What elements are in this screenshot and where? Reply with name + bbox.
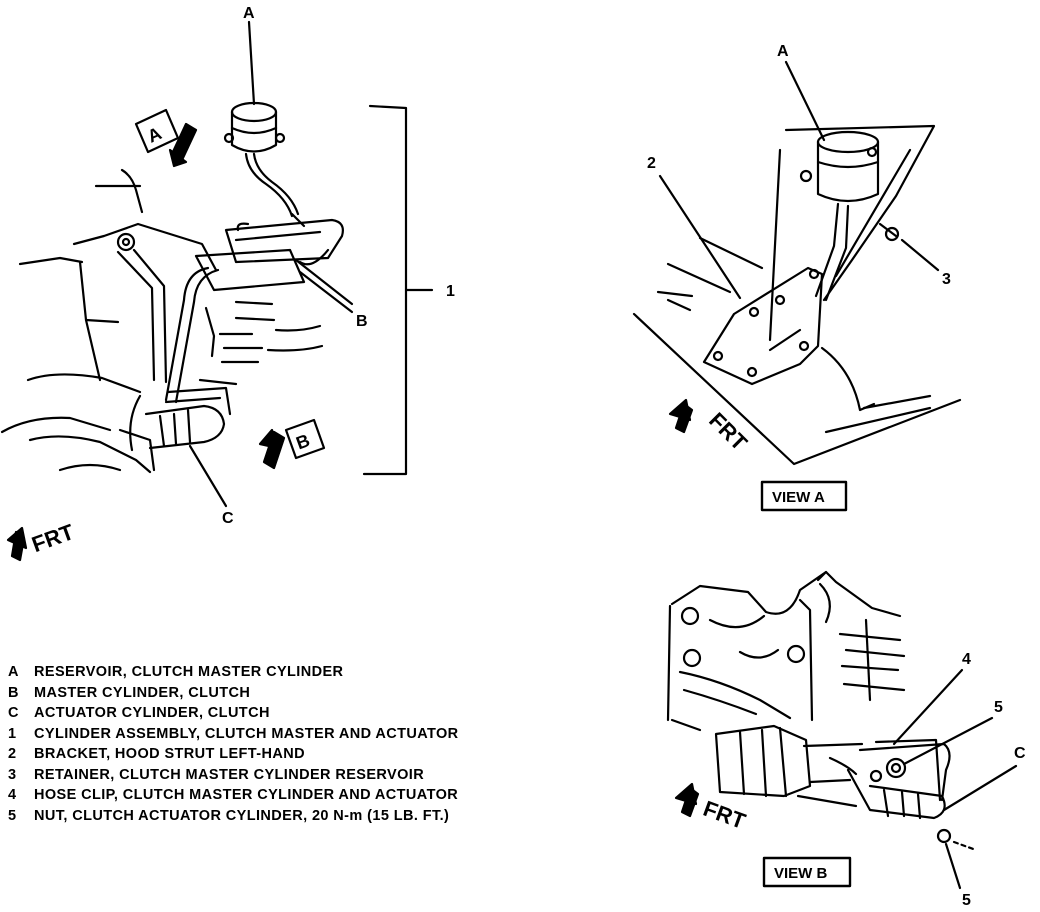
master-cylinder-drawing — [164, 212, 354, 404]
legend-item: B MASTER CYLINDER, CLUTCH — [8, 683, 528, 704]
legend-key: 3 — [8, 766, 17, 783]
svg-text:FRT: FRT — [700, 796, 749, 834]
view-a-label-retainer: 3 — [942, 271, 951, 288]
svg-text:VIEW B: VIEW B — [774, 865, 828, 882]
view-a-bracket — [702, 266, 824, 386]
view-a-frt-arrow: FRT — [668, 398, 753, 456]
legend-text: HOSE CLIP, CLUTCH MASTER CYLINDER AND AC… — [34, 787, 459, 803]
view-a-fender — [632, 236, 962, 466]
svg-text:FRT: FRT — [704, 407, 752, 455]
legend-text: NUT, CLUTCH ACTUATOR CYLINDER, 20 N-m (1… — [34, 807, 450, 824]
view-b-label-hose-clip: 4 — [962, 651, 971, 668]
view-b-transmission — [666, 570, 906, 732]
parts-legend: A RESERVOIR, CLUTCH MASTER CYLINDER B MASTE… — [8, 662, 528, 826]
legend-item: 4 HOSE CLIP, CLUTCH MASTER CYLINDER AND A… — [8, 785, 528, 806]
svg-text:A: A — [145, 123, 165, 147]
view-b-marker: B — [258, 418, 326, 470]
legend-key: 5 — [8, 807, 17, 824]
svg-text:B: B — [293, 430, 312, 453]
legend-item: 5 NUT, CLUTCH ACTUATOR CYLINDER, 20 N-m (… — [8, 806, 528, 827]
legend-item: 1 CYLINDER ASSEMBLY, CLUTCH MASTER AND AC… — [8, 724, 528, 745]
main-view: A A — [0, 5, 455, 562]
assembly-bracket — [362, 104, 434, 476]
view-a-hood-strut — [768, 124, 936, 342]
legend-text: CYLINDER ASSEMBLY, CLUTCH MASTER AND ACT… — [34, 725, 459, 742]
view-a-reservoir — [799, 130, 880, 302]
legend-text: BRACKET, HOOD STRUT LEFT-HAND — [34, 746, 305, 762]
legend-item: A RESERVOIR, CLUTCH MASTER CYLINDER — [8, 662, 528, 683]
view-b-frt-arrow: FRT — [674, 782, 749, 834]
legend-key: 1 — [8, 725, 17, 742]
legend-key: B — [8, 684, 19, 701]
legend-item: C ACTUATOR CYLINDER, CLUTCH — [8, 703, 528, 724]
legend-key: 4 — [8, 787, 17, 803]
view-b-label-nut-lower: 5 — [962, 892, 971, 909]
legend-item: 2 BRACKET, HOOD STRUT LEFT-HAND — [8, 744, 528, 765]
label-reservoir: A — [243, 5, 255, 22]
view-a-retainer — [878, 222, 900, 242]
reservoir-drawing — [223, 101, 300, 218]
view-b-label-nut-upper: 5 — [994, 699, 1003, 716]
legend-text: MASTER CYLINDER, CLUTCH — [34, 684, 251, 701]
legend-text: RESERVOIR, CLUTCH MASTER CYLINDER — [34, 664, 344, 680]
view-a-label-bracket: 2 — [647, 155, 656, 172]
legend-item: 3 RETAINER, CLUTCH MASTER CYLINDER RESERV… — [8, 765, 528, 786]
engine-outline — [0, 168, 324, 474]
view-a-marker: A — [134, 108, 198, 168]
view-a-label-reservoir: A — [777, 43, 789, 60]
view-b: 4 5 C 5 FRT VIEW B — [666, 570, 1026, 909]
legend-key: C — [8, 705, 19, 721]
legend-text: ACTUATOR CYLINDER, CLUTCH — [34, 705, 270, 721]
view-b-caption: VIEW B — [762, 856, 852, 888]
label-assembly: 1 — [446, 283, 455, 300]
view-a: A 2 — [632, 43, 962, 512]
label-master-cylinder: B — [356, 313, 368, 330]
frt-arrow-main: FRT — [6, 519, 78, 562]
view-a-caption: VIEW A — [760, 480, 848, 512]
legend-text: RETAINER, CLUTCH MASTER CYLINDER RESERVO… — [34, 766, 425, 783]
view-b-actuator — [714, 724, 952, 844]
svg-text:VIEW A: VIEW A — [772, 489, 825, 506]
legend-key: A — [8, 664, 19, 680]
svg-text:FRT: FRT — [28, 519, 77, 557]
view-b-label-actuator: C — [1014, 745, 1026, 762]
legend-key: 2 — [8, 746, 17, 762]
label-actuator: C — [222, 510, 234, 527]
actuator-drawing — [118, 386, 232, 472]
